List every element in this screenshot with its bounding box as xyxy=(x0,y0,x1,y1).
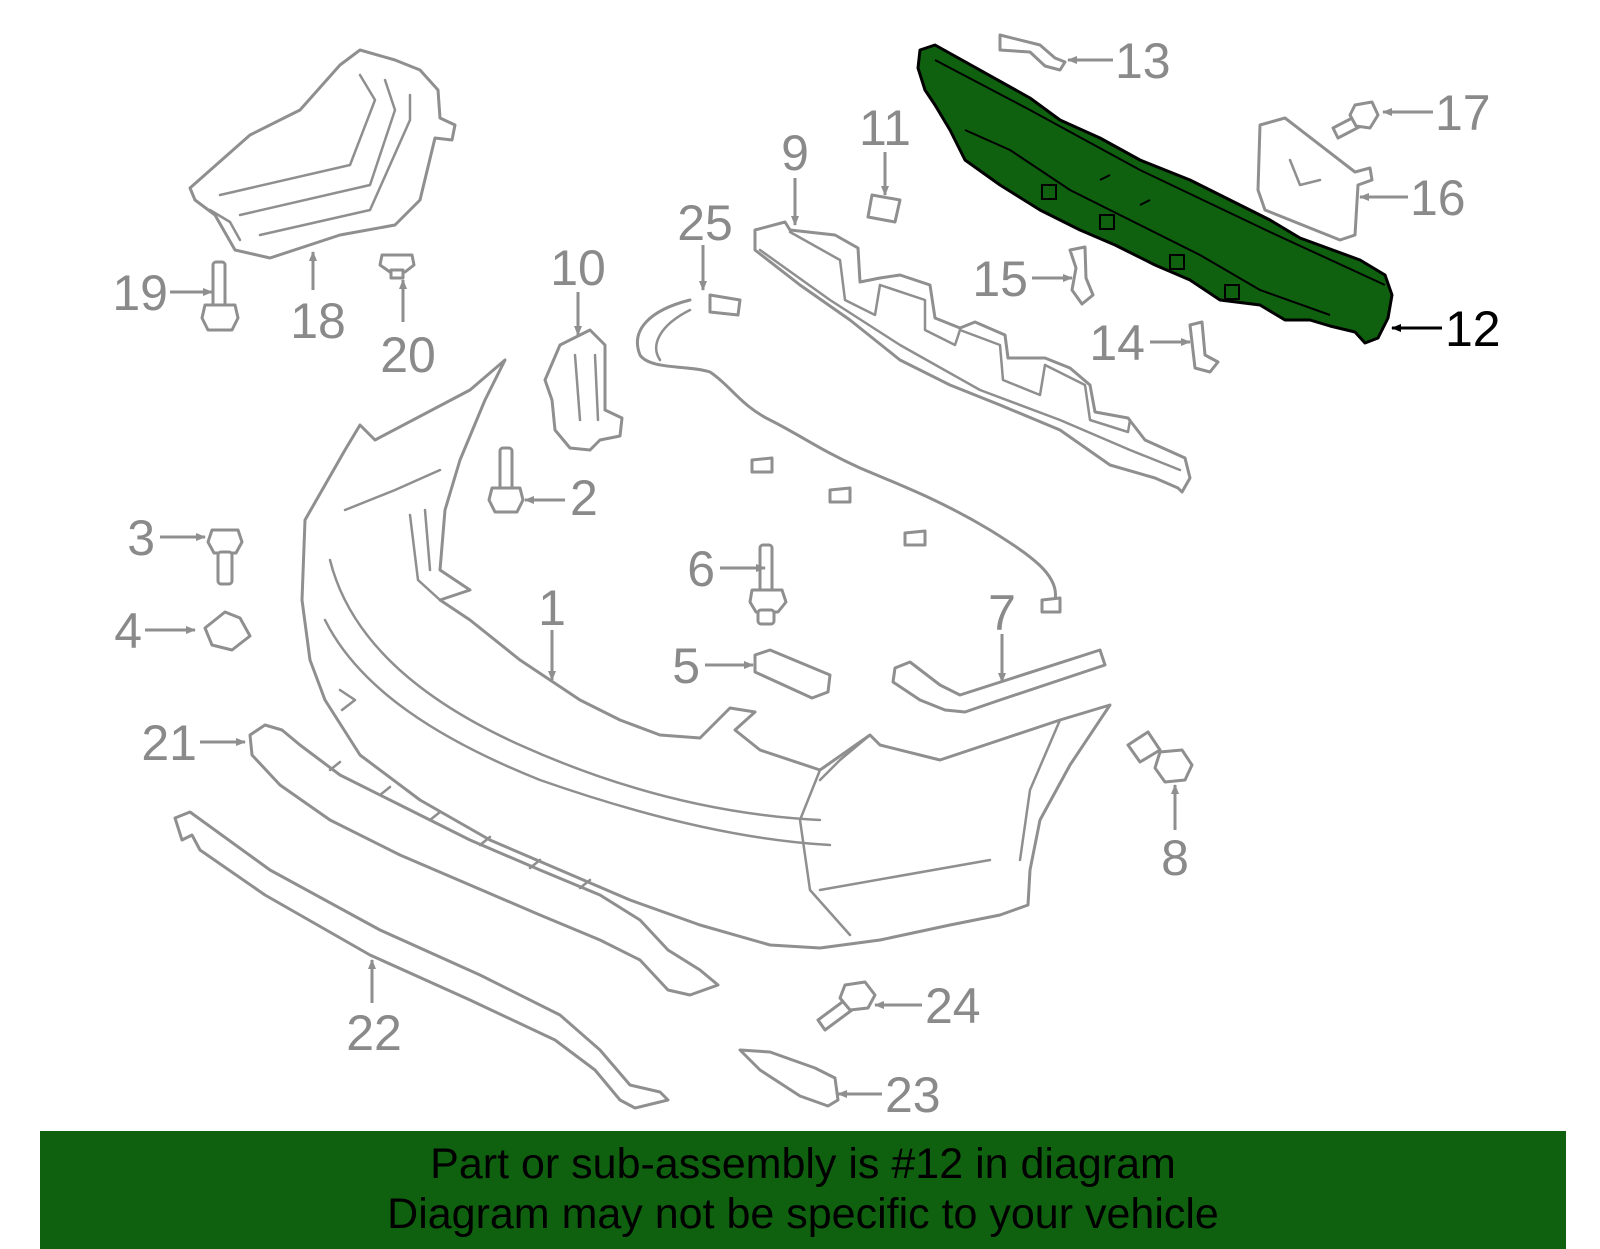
callout-11: 11 xyxy=(859,100,911,156)
callout-numbers: 1 2 3 4 5 6 7 8 9 10 11 12 13 14 15 16 1… xyxy=(112,33,1500,1123)
part-19-bolt xyxy=(200,260,240,332)
part-6-retainer xyxy=(748,543,788,626)
part-7-garnish xyxy=(891,648,1107,714)
footer-line-disclaimer: Diagram may not be specific to your vehi… xyxy=(387,1190,1219,1238)
callout-23: 23 xyxy=(885,1067,941,1123)
part-23-garnish xyxy=(738,1048,840,1108)
leader-lines xyxy=(145,56,1442,1098)
part-3-bolt xyxy=(206,528,244,586)
callout-13: 13 xyxy=(1115,33,1171,89)
callout-15: 15 xyxy=(972,251,1028,307)
callout-3: 3 xyxy=(127,510,155,566)
callout-6: 6 xyxy=(687,541,715,597)
callout-16: 16 xyxy=(1410,170,1466,226)
callout-2: 2 xyxy=(570,470,598,526)
callout-10: 10 xyxy=(550,240,606,296)
callout-7: 7 xyxy=(988,585,1016,641)
callout-21: 21 xyxy=(141,715,197,771)
part-4-nut xyxy=(203,610,252,652)
callout-17: 17 xyxy=(1435,85,1491,141)
part-5-strip xyxy=(753,648,832,700)
part-25-wiring-harness xyxy=(636,293,1062,614)
callout-22: 22 xyxy=(346,1005,402,1061)
callout-9: 9 xyxy=(781,125,809,181)
part-14-clip xyxy=(1188,320,1220,374)
callout-25: 25 xyxy=(677,195,733,251)
part-24-bolt xyxy=(816,980,877,1032)
callout-8: 8 xyxy=(1161,830,1189,886)
part-8-bolt xyxy=(1126,730,1194,784)
callout-4: 4 xyxy=(114,603,142,659)
callout-12: 12 xyxy=(1445,301,1501,357)
part-1-bumper-cover xyxy=(300,358,1112,950)
part-15-clip xyxy=(1068,245,1095,306)
callout-1: 1 xyxy=(538,580,566,636)
part-20-clip xyxy=(378,253,416,280)
part-11-tag xyxy=(866,193,902,224)
callout-5: 5 xyxy=(672,638,700,694)
part-12-bumper-reinforcement xyxy=(916,43,1394,345)
part-22-molding xyxy=(173,810,670,1110)
callout-14: 14 xyxy=(1089,315,1145,371)
callout-20: 20 xyxy=(380,327,436,383)
footer-banner: Part or sub-assembly is #12 in diagram D… xyxy=(40,1131,1566,1249)
part-2-bolt xyxy=(487,446,525,514)
part-16-bracket xyxy=(1256,116,1374,242)
part-13-bracket xyxy=(998,33,1067,72)
part-9-absorber xyxy=(753,220,1192,494)
part-17-bolt xyxy=(1331,100,1380,140)
part-18-shield xyxy=(188,48,457,260)
callout-18: 18 xyxy=(290,293,346,349)
footer-line-part-number: Part or sub-assembly is #12 in diagram xyxy=(430,1140,1176,1188)
callout-19: 19 xyxy=(112,265,168,321)
callout-24: 24 xyxy=(925,978,981,1034)
part-10-bracket xyxy=(543,328,624,452)
part-21-valance xyxy=(248,723,720,997)
